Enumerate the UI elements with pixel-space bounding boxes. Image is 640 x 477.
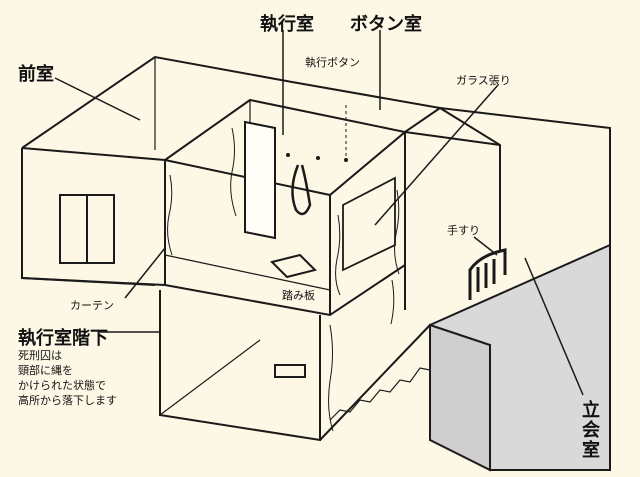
curtain-3 <box>335 214 341 296</box>
glass-panel-label: ガラス張り <box>456 74 511 87</box>
curtain-label: カーテン <box>70 299 114 312</box>
button-dots <box>286 153 348 162</box>
trapdoor <box>270 253 317 279</box>
floor-grate <box>274 364 306 378</box>
handrail-label: 手すり <box>447 224 480 237</box>
roof-outline <box>21 55 441 149</box>
antechamber-label: 前室 <box>18 64 54 85</box>
door-left <box>59 194 88 264</box>
witness-room-label: 立会室 <box>579 400 600 460</box>
stairs <box>329 367 431 421</box>
noose-rope <box>291 164 312 216</box>
glass-window <box>342 176 396 272</box>
curtain-1 <box>167 174 173 256</box>
curtain-6 <box>390 279 395 325</box>
trapdoor-label: 踏み板 <box>282 289 315 302</box>
partition-panel <box>244 120 276 240</box>
execution-room-frame <box>164 98 408 197</box>
curtain-2 <box>230 127 237 217</box>
handrail <box>468 248 507 300</box>
lower-floor <box>159 290 321 442</box>
description-line: かけられた状態で <box>18 379 106 392</box>
below-execution-room-label: 執行室階下 <box>18 328 108 349</box>
button-room-label: ボタン室 <box>350 14 422 35</box>
button-room-frame <box>404 106 501 250</box>
curtain-4 <box>394 189 400 275</box>
description-line: 頸部に縄を <box>18 364 73 377</box>
execution-room-label: 執行室 <box>260 14 314 35</box>
execution-floor <box>164 264 406 317</box>
door-right <box>86 194 115 264</box>
back-wall-right <box>439 107 611 245</box>
curtain-5 <box>328 324 334 432</box>
description-line: 死刑囚は <box>18 349 62 362</box>
description-text: 死刑囚は 頸部に縄を かけられた状態で 高所から落下します <box>18 348 158 408</box>
witness-room-front <box>429 323 491 472</box>
execution-button-label: 執行ボタン <box>305 56 360 69</box>
antechamber-box <box>21 148 156 286</box>
description-line: 高所から落下します <box>18 394 117 407</box>
